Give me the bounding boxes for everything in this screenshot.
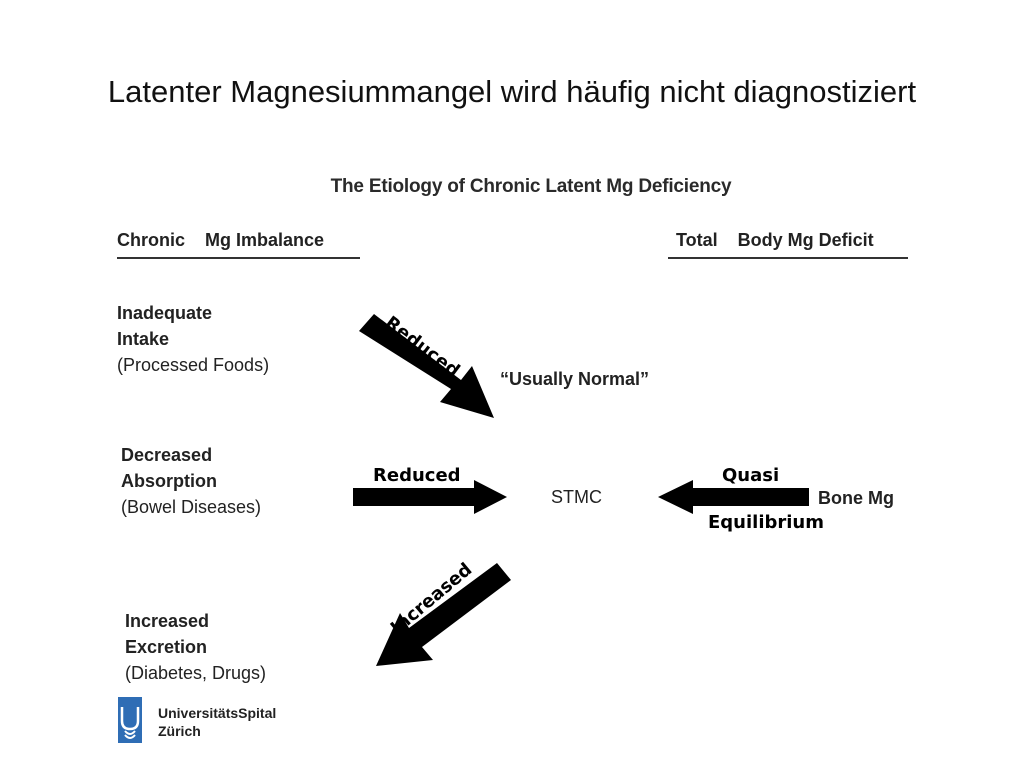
cause-absorption-detail: (Bowel Diseases) [121, 497, 262, 517]
arrow-bone-top-label: Quasi [722, 465, 779, 486]
cause-intake-detail: (Processed Foods) [117, 355, 270, 375]
logo-line1: UniversitätsSpital [158, 705, 277, 721]
arrow-excretion: Increased [376, 559, 511, 666]
arrow-bone-bottom-label: Equilibrium [708, 512, 824, 533]
left-column-header: Chronic Mg Imbalance [117, 230, 324, 251]
arrow-absorption-label: Reduced [373, 465, 461, 486]
cause-intake-line2: Intake [117, 329, 170, 349]
arrow-absorption: Reduced [353, 465, 507, 514]
logo-line2: Zürich [158, 723, 201, 739]
stmc-label: STMC [551, 487, 602, 507]
arrow-intake: Reduced [359, 312, 494, 418]
cause-intake-line1: Inadequate [117, 303, 213, 323]
cause-excretion: Increased Excretion (Diabetes, Drugs) [125, 608, 266, 686]
left-header-rule [117, 257, 360, 259]
usually-normal-label: “Usually Normal” [500, 369, 650, 389]
logo-text: UniversitätsSpital Zürich [158, 704, 276, 740]
left-header-part1: Chronic [117, 230, 186, 250]
left-header-part2: Mg Imbalance [205, 230, 325, 250]
cause-excretion-detail: (Diabetes, Drugs) [125, 663, 267, 683]
right-column-header: Total Body Mg Deficit [676, 230, 874, 251]
right-header-part2: Body Mg Deficit [737, 230, 874, 250]
logo-emblem [118, 697, 142, 743]
bone-mg-label: Bone Mg [818, 488, 894, 508]
right-header-rule [668, 257, 908, 259]
right-header-part1: Total [676, 230, 718, 250]
diagram-title: The Etiology of Chronic Latent Mg Defici… [330, 176, 732, 197]
cause-absorption-line1: Decreased [121, 445, 213, 465]
cause-absorption: Decreased Absorption (Bowel Diseases) [121, 442, 261, 520]
cause-excretion-line2: Excretion [125, 637, 208, 657]
cause-intake: Inadequate Intake (Processed Foods) [117, 300, 269, 378]
cause-excretion-line1: Increased [125, 611, 210, 631]
cause-absorption-line2: Absorption [121, 471, 217, 491]
slide-title: Latenter Magnesiummangel wird häufig nic… [107, 74, 917, 109]
arrow-bone: Quasi Equilibrium [658, 465, 824, 533]
